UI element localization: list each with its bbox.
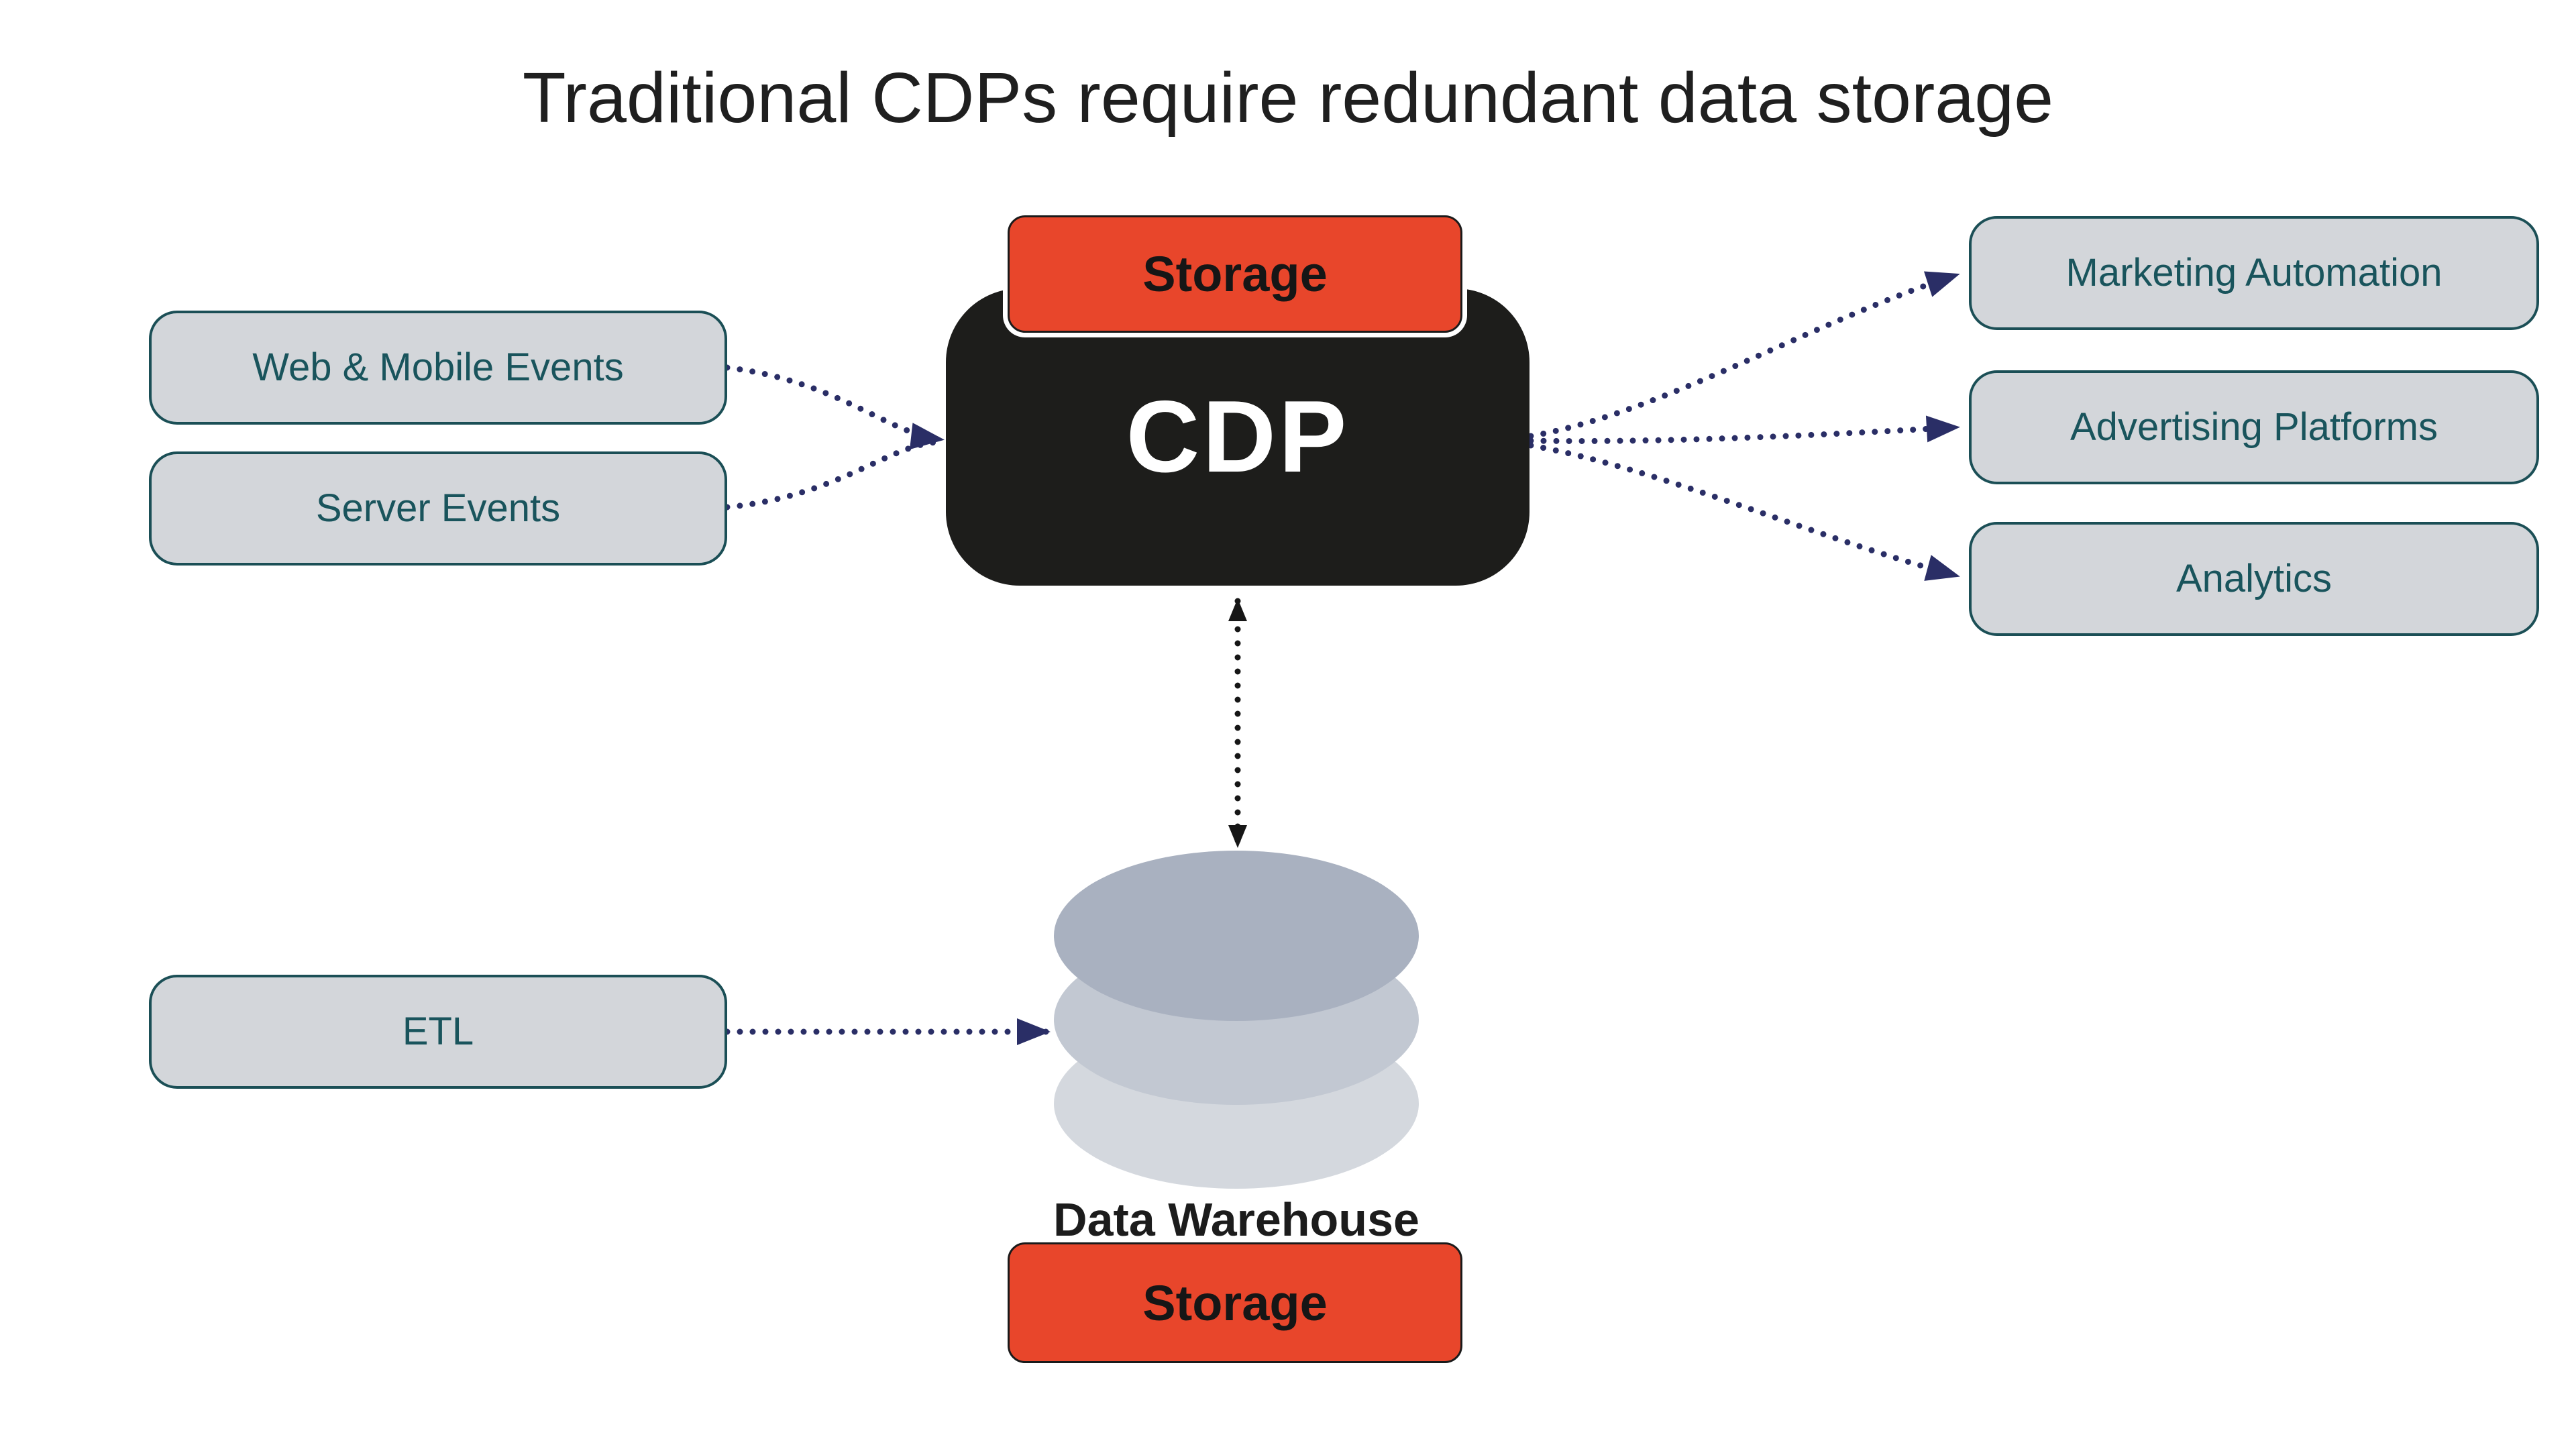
- cylinder-disk-top: [1054, 851, 1419, 1021]
- data-warehouse-label: Data Warehouse: [1053, 1193, 1419, 1246]
- arrow-cdp-to-marketing-automation: [1527, 271, 1960, 439]
- diagram-title: Traditional CDPs require redundant data …: [522, 58, 2054, 138]
- destination-node-analytics: Analytics: [1969, 522, 2539, 636]
- data-warehouse-icon: [1054, 851, 1419, 1189]
- source-node-web-mobile-events: Web & Mobile Events: [149, 311, 727, 425]
- arrow-server-to-cdp: [724, 439, 941, 511]
- arrow-cdp-to-advertising-platforms: [1527, 415, 1960, 444]
- warehouse-storage-tag: Storage: [1008, 1242, 1462, 1363]
- destination-node-advertising-platforms: Advertising Platforms: [1969, 370, 2539, 484]
- cdp-box: CDP: [946, 288, 1529, 586]
- destination-node-marketing-automation: Marketing Automation: [1969, 216, 2539, 330]
- source-node-server-events: Server Events: [149, 451, 727, 566]
- source-node-etl: ETL: [149, 975, 727, 1089]
- cdp-storage-tag: Storage: [1008, 215, 1462, 333]
- arrow-web-mobile-to-cdp: [724, 364, 945, 449]
- arrow-cdp-to-analytics: [1527, 442, 1960, 581]
